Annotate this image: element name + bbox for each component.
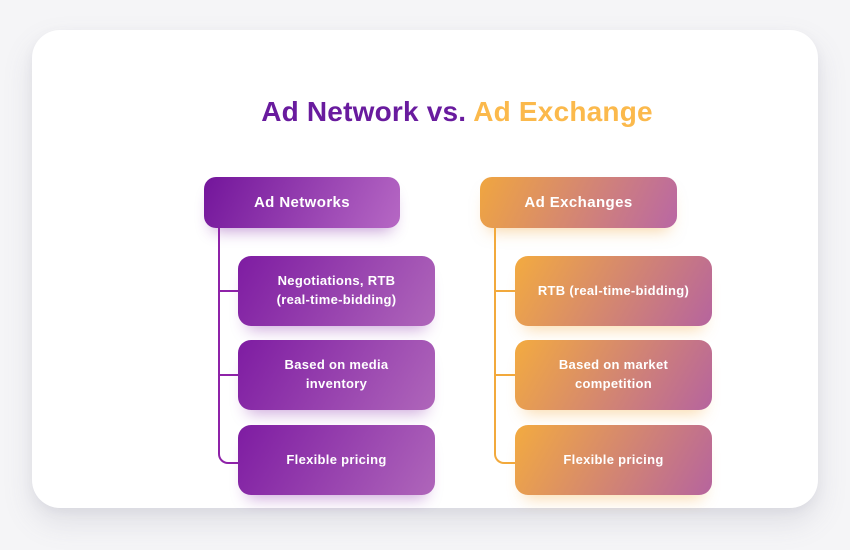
page-title: Ad Network vs. Ad Exchange (32, 96, 850, 128)
node-based-on-market-competition: Based on market competition (515, 340, 712, 410)
node-rtb-real-time-bidding: RTB (real-time-bidding) (515, 256, 712, 326)
node-negotiations-rtb: Negotiations, RTB (real-time-bidding) (238, 256, 435, 326)
card: Ad Network vs. Ad Exchange Ad Networks N… (32, 30, 818, 508)
connector-left-stub-2 (219, 374, 238, 376)
node-ad-networks-header: Ad Networks (204, 177, 400, 228)
node-flexible-pricing-left: Flexible pricing (238, 425, 435, 495)
connector-left-trunk (218, 228, 240, 464)
title-segment-ad-exchange: Ad Exchange (473, 96, 653, 127)
node-ad-exchanges-header: Ad Exchanges (480, 177, 677, 228)
connector-right-stub-1 (495, 290, 515, 292)
connector-left-stub-1 (219, 290, 238, 292)
node-based-on-media-inventory: Based on media inventory (238, 340, 435, 410)
node-ad-exchanges-header-label: Ad Exchanges (524, 194, 633, 211)
connector-right-trunk (494, 228, 517, 464)
title-segment-ad-network: Ad Network vs. (261, 96, 467, 127)
node-flexible-pricing-right: Flexible pricing (515, 425, 712, 495)
connector-right-stub-2 (495, 374, 515, 376)
node-ad-networks-header-label: Ad Networks (253, 194, 351, 211)
